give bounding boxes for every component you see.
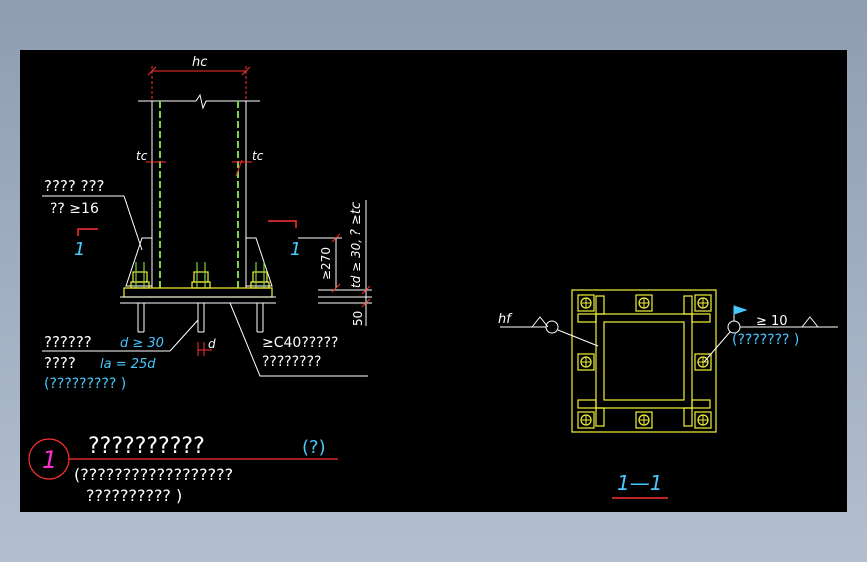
section-cut-marks — [77, 220, 297, 236]
cad-drawing-canvas: hc tc tc — [20, 50, 847, 512]
dim-270-label: ≥270 — [319, 247, 333, 280]
weld-symbol-left — [500, 316, 599, 347]
hc-label: hc — [192, 55, 207, 70]
section-title: 1—1 — [617, 471, 662, 495]
tc-left-label: tc — [136, 149, 148, 163]
right-dimension-ticks — [331, 233, 371, 308]
grout-leader — [229, 302, 368, 377]
plan-bolt — [635, 411, 653, 429]
bolt-d-label: d — [208, 337, 216, 351]
plan-bolt — [694, 353, 712, 371]
anchor-bolt-shafts — [135, 262, 265, 288]
stiffener-leader-2 — [123, 195, 143, 251]
bolt-la-spec: la = 25d — [100, 357, 156, 372]
anchor-bolts-top — [130, 271, 270, 289]
plan-bolt — [577, 294, 595, 312]
tc-right-label: tc — [252, 149, 264, 163]
plan-column-inner — [603, 321, 685, 401]
bolt-d-spec: d ≥ 30 — [120, 336, 164, 351]
detail-title-tag: (?) — [302, 437, 326, 458]
plan-bolt — [694, 411, 712, 429]
title-block: 1 ?????????? (?) (?????????????????? ???… — [28, 434, 338, 505]
bolt-leader-2 — [169, 319, 199, 352]
plan-column-outer — [595, 313, 693, 409]
section-plan: hf ≥ 10 (??????? ) 1—1 — [498, 289, 838, 499]
right-dimensions — [298, 200, 372, 326]
bolt-anchor-title: ???? — [44, 354, 76, 372]
stiffener-plates — [125, 237, 273, 287]
section-mark-right: 1 — [290, 239, 301, 260]
plan-bolt — [577, 353, 595, 371]
bolt-d-dimension — [197, 342, 212, 356]
weld-right-note: (??????? ) — [732, 332, 799, 348]
stiffener-title: ???? ??? — [44, 177, 105, 195]
hc-dimension — [147, 66, 251, 110]
bolt-title: ?????? — [44, 333, 92, 351]
column-break-line — [138, 93, 260, 110]
plan-bolt — [577, 411, 595, 429]
weld-flag-icon — [733, 305, 748, 315]
detail-subtitle-1: (?????????????????? — [74, 465, 233, 484]
plan-anchor-bolts — [577, 294, 712, 429]
detail-number: 1 — [42, 446, 57, 474]
bolt-note: (????????? ) — [44, 376, 126, 392]
dim-50-label: 50 — [351, 311, 365, 326]
cad-drawing: hc tc tc — [28, 55, 838, 505]
dim-td-label: td ≥ 30, — [349, 239, 363, 288]
column-walls — [151, 101, 247, 288]
grout-sub: ???????? — [262, 354, 321, 370]
base-plate — [123, 287, 273, 298]
column-elevation: hc tc tc — [42, 55, 372, 392]
detail-subtitle-2: ?????????? ) — [86, 486, 182, 505]
plan-bolt — [694, 294, 712, 312]
tc-marks — [146, 159, 252, 177]
plan-stiffeners — [577, 295, 711, 427]
anchor-bolt-embed — [137, 303, 264, 333]
plan-bolt — [635, 294, 653, 312]
grout-layer — [120, 296, 276, 304]
detail-title: ?????????? — [88, 434, 205, 459]
plan-base-plate — [571, 289, 717, 433]
section-mark-left: 1 — [74, 239, 85, 260]
weld-hf-label: hf — [498, 312, 513, 327]
grout-title: ≥C40????? — [262, 335, 338, 351]
dim-tc-label: ? ≥tc — [349, 202, 364, 236]
stiffener-spec: ?? ≥16 — [50, 201, 99, 217]
weld-10-label: ≥ 10 — [756, 314, 788, 329]
